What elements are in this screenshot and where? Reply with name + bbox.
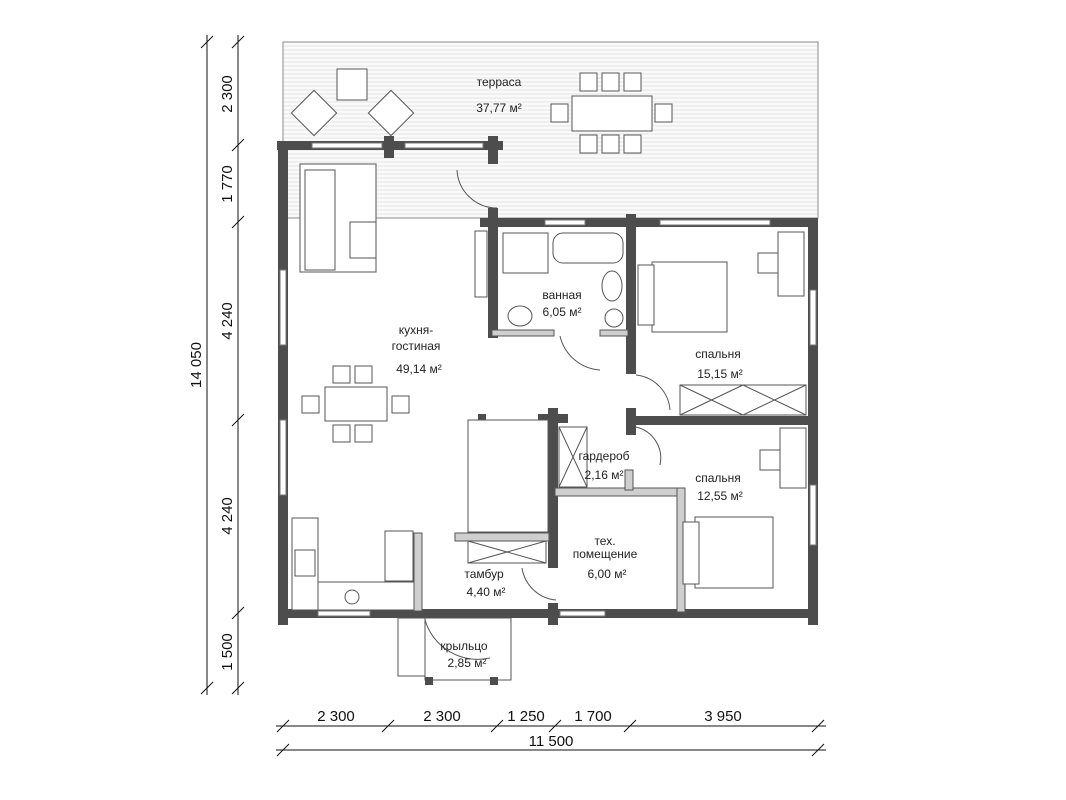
dimension-tick — [490, 719, 504, 733]
dimension-tick — [231, 606, 245, 620]
kitchen-living-name-2: гостиная — [392, 339, 441, 353]
porch-name: крыльцо — [440, 639, 488, 653]
bedroom2-name: спальня — [695, 471, 741, 485]
bathroom-name: ванная — [542, 288, 581, 302]
dimension-tick — [200, 681, 214, 695]
bedroom2-area: 12,55 м² — [697, 489, 743, 503]
dimension-tick — [276, 743, 290, 757]
walls — [277, 136, 818, 625]
dim-horizontal-3: 1 250 — [507, 708, 545, 725]
bedroom1-area: 15,15 м² — [697, 367, 743, 381]
dimension-tick — [231, 215, 245, 229]
vestibule-name: тамбур — [464, 567, 504, 581]
dim-horizontal-5: 3 950 — [704, 708, 742, 725]
dimension-tick — [231, 681, 245, 695]
dim-vertical-1: 2 300 — [219, 75, 236, 113]
room-labels: терраса 37,77 м² кухня- гостиная 49,14 м… — [392, 75, 743, 670]
interior-furniture — [291, 163, 807, 685]
dim-vertical-2: 1 770 — [219, 165, 236, 203]
dimension-tick — [200, 35, 214, 49]
dimension-tick — [231, 413, 245, 427]
bathroom-area: 6,05 м² — [543, 305, 582, 319]
terrace-name: терраса — [477, 75, 522, 89]
dimension-tick — [548, 719, 562, 733]
bedroom1-name: спальня — [695, 347, 741, 361]
dimension-tick — [231, 138, 245, 152]
kitchen-living-area: 49,14 м² — [396, 362, 442, 376]
dimension-lines: 14 050 2 300 1 770 4 240 4 240 1 500 2 3… — [188, 35, 826, 757]
tech-room-name-2: помещение — [573, 547, 638, 561]
tech-room-area: 6,00 м² — [588, 567, 627, 581]
dim-vertical-5: 1 500 — [219, 633, 236, 671]
dim-horizontal-total: 11 500 — [529, 733, 574, 750]
dim-vertical-3: 4 240 — [219, 302, 236, 340]
dimension-tick — [276, 719, 290, 733]
wardrobe-area: 2,16 м² — [585, 468, 624, 482]
dim-horizontal-4: 1 700 — [574, 708, 612, 725]
dimension-tick — [381, 719, 395, 733]
dimension-tick — [811, 743, 825, 757]
dimension-tick — [623, 719, 637, 733]
kitchen-living-name-1: кухня- — [399, 323, 434, 337]
tech-room-name-1: тех. — [594, 534, 615, 548]
dim-vertical-total: 14 050 — [188, 342, 205, 388]
porch-area: 2,85 м² — [448, 656, 487, 670]
dim-horizontal-1: 2 300 — [317, 708, 355, 725]
terrace-area: 37,77 м² — [476, 101, 522, 115]
dim-horizontal-2: 2 300 — [423, 708, 461, 725]
dimension-tick — [811, 719, 825, 733]
vestibule-area: 4,40 м² — [467, 585, 506, 599]
dim-vertical-4: 4 240 — [219, 497, 236, 535]
wardrobe-name: гардероб — [578, 449, 629, 463]
terrace-furniture — [290, 68, 673, 154]
dimension-tick — [231, 35, 245, 49]
